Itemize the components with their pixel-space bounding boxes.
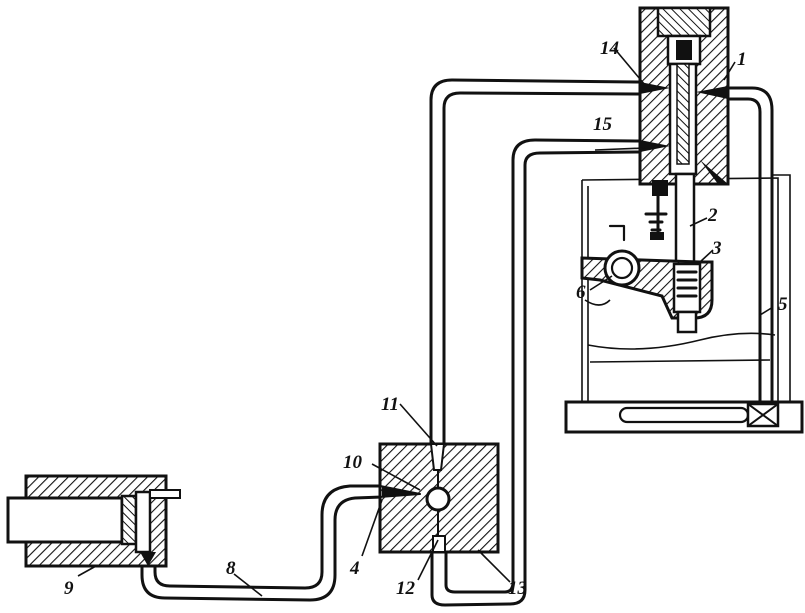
label-4: 4 <box>349 558 360 579</box>
distributor-block <box>378 442 500 554</box>
pipe-8 <box>140 484 384 602</box>
pipe-lower-loop <box>430 138 642 607</box>
label-14: 14 <box>600 38 619 59</box>
pipe-5 <box>728 86 774 412</box>
spindle-2 <box>644 172 696 268</box>
label-2: 2 <box>707 205 718 226</box>
label-13: 13 <box>508 578 527 599</box>
cylinder-9 <box>6 474 181 568</box>
injector-body <box>638 6 730 186</box>
label-1: 1 <box>737 49 747 70</box>
label-11: 11 <box>381 394 399 415</box>
label-9: 9 <box>64 578 74 599</box>
pipe-upper <box>429 78 642 447</box>
label-8: 8 <box>226 558 236 579</box>
leader-lines <box>77 47 774 597</box>
label-6: 6 <box>576 282 586 303</box>
ring-6 <box>603 249 641 287</box>
label-5: 5 <box>778 294 788 315</box>
label-10: 10 <box>343 452 363 473</box>
label-12: 12 <box>396 578 416 599</box>
label-3: 3 <box>711 238 722 259</box>
label-15: 15 <box>593 114 613 135</box>
base-tray <box>564 400 804 434</box>
